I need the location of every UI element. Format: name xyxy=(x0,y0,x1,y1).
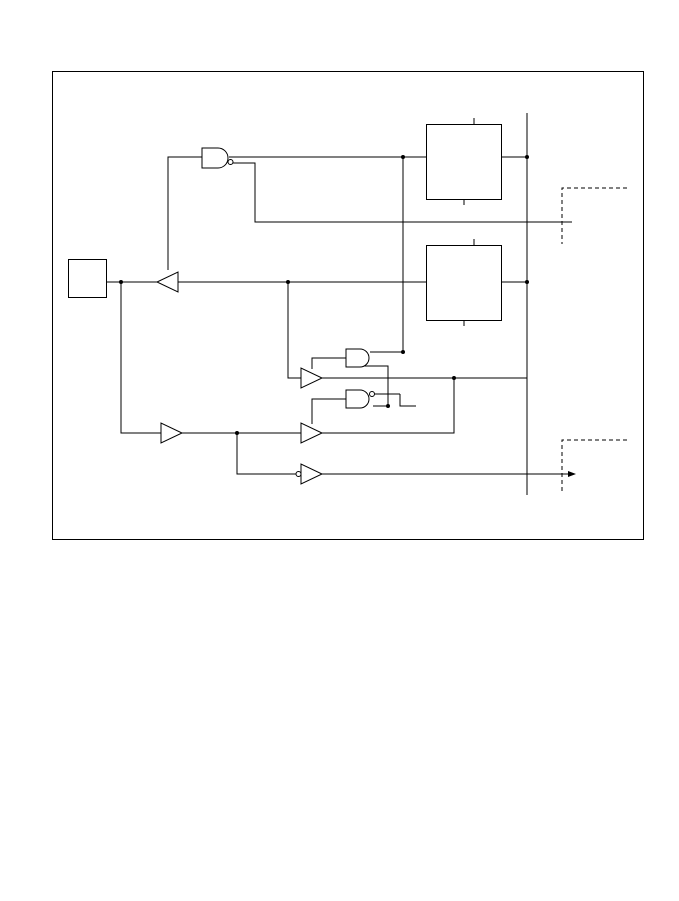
dashed-boundary-upper xyxy=(561,187,627,244)
nand-gate-upper xyxy=(201,147,234,169)
register-block-upper xyxy=(426,118,502,205)
diagram-frame xyxy=(52,71,644,540)
buffer-lower-left-triangle xyxy=(160,422,184,444)
output-arrowhead xyxy=(568,471,576,477)
inverting-buffer-bottom xyxy=(295,463,324,485)
input-pad-box xyxy=(68,259,107,298)
buffer-middle-triangle xyxy=(300,367,324,389)
buffer-lower-right-triangle xyxy=(300,422,324,444)
dashed-boundary-lower xyxy=(561,439,627,494)
junction-dots xyxy=(119,155,529,435)
and-gate-upper xyxy=(345,348,370,368)
and-gate-lower xyxy=(345,389,375,409)
register-block-lower xyxy=(426,239,502,326)
wires xyxy=(106,156,572,475)
input-buffer-triangle xyxy=(155,271,179,293)
